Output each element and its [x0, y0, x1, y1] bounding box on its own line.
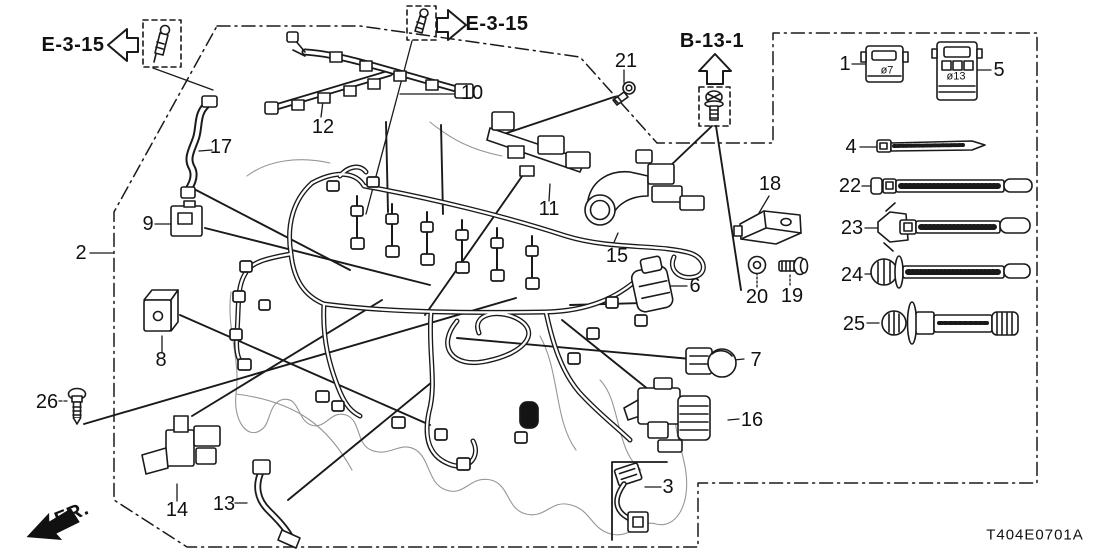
callout-4[interactable]: 4 — [845, 136, 857, 158]
part-7-grommet-icon — [685, 347, 737, 378]
callout-14[interactable]: 14 — [165, 499, 189, 521]
callout-12[interactable]: 12 — [311, 116, 335, 138]
part-16-connector-assembly-icon — [623, 377, 711, 453]
callout-3[interactable]: 3 — [662, 476, 674, 498]
assembly-zone-border — [113, 25, 1038, 548]
callout-11[interactable]: 11 — [538, 198, 560, 220]
b131-arrow-icon[interactable] — [698, 53, 732, 85]
b131-bolt-box — [698, 86, 731, 127]
e315-left-bolt-box — [142, 19, 182, 68]
part-17-holder-icon — [180, 95, 218, 199]
part-3-box — [611, 461, 668, 541]
callout-26[interactable]: 26 — [35, 391, 59, 413]
location-leader-lines — [83, 96, 742, 501]
ref-e315-left[interactable]: E-3-15 — [41, 34, 105, 56]
diagram-code: T404E0701A — [986, 526, 1084, 544]
callout-25[interactable]: 25 — [842, 313, 866, 335]
part-8-connector-icon — [143, 289, 179, 332]
callout-21[interactable]: 21 — [614, 50, 638, 72]
callout-2[interactable]: 2 — [75, 242, 87, 264]
part-5-clip-icon — [931, 41, 983, 101]
part-9-connector-icon — [170, 200, 203, 237]
callout-6[interactable]: 6 — [689, 275, 701, 297]
part-22-tie-clip-icon — [870, 177, 1033, 195]
callout-22[interactable]: 22 — [838, 175, 862, 197]
part-18-connector-icon — [733, 210, 802, 245]
wire-harness-drawing — [229, 164, 706, 471]
callout-1[interactable]: 1 — [839, 53, 851, 75]
callout-7[interactable]: 7 — [750, 349, 762, 371]
part-5-diameter-label: ø13 — [946, 70, 966, 83]
ref-e315-top[interactable]: E-3-15 — [465, 13, 529, 35]
part-26-bolt-icon — [67, 387, 87, 425]
part-13-holder-bracket-icon — [252, 459, 301, 549]
callout-23[interactable]: 23 — [840, 217, 864, 239]
callout-18[interactable]: 18 — [758, 173, 782, 195]
part-21-bolt-icon — [612, 81, 636, 106]
callout-9[interactable]: 9 — [142, 213, 154, 235]
callout-24[interactable]: 24 — [840, 264, 864, 286]
part-1-diameter-label: ø7 — [880, 64, 894, 77]
part-10-injector-subharness-icon — [286, 31, 474, 99]
callout-15[interactable]: 15 — [605, 245, 629, 267]
callout-13[interactable]: 13 — [212, 493, 236, 515]
callout-5[interactable]: 5 — [993, 59, 1005, 81]
harness-connectors — [229, 176, 648, 471]
part-6-connector-icon — [630, 255, 674, 313]
part-12-injector-subharness-icon — [264, 69, 394, 115]
e315-left-arrow-icon[interactable] — [107, 28, 139, 62]
engine-outline-sketch — [229, 121, 688, 536]
part-25-tie-clip-icon — [881, 301, 1019, 345]
callout-17[interactable]: 17 — [209, 136, 233, 158]
callout-20[interactable]: 20 — [745, 286, 769, 308]
ref-b131[interactable]: B-13-1 — [679, 30, 745, 52]
callout-19[interactable]: 19 — [780, 285, 804, 307]
front-direction-arrow-icon — [26, 508, 80, 540]
part-4-wire-tie-icon — [876, 139, 986, 153]
callout-16[interactable]: 16 — [740, 409, 764, 431]
part-23-tie-clip-icon — [877, 202, 1031, 252]
callout-10[interactable]: 10 — [460, 82, 484, 104]
part-15-connector-assembly-icon — [584, 149, 705, 226]
callout-8[interactable]: 8 — [155, 349, 167, 371]
part-19-bolt-icon — [778, 256, 809, 276]
part-1-clip-icon — [860, 45, 909, 83]
part-24-tie-clip-icon — [870, 255, 1031, 289]
part-3-sub-cord-icon — [613, 462, 649, 533]
part-20-nut-icon — [747, 255, 767, 275]
part-14-holder-bracket-icon — [141, 415, 221, 475]
e315-top-arrow-icon[interactable] — [436, 9, 467, 41]
part-11-harness-holder-icon — [486, 111, 591, 177]
